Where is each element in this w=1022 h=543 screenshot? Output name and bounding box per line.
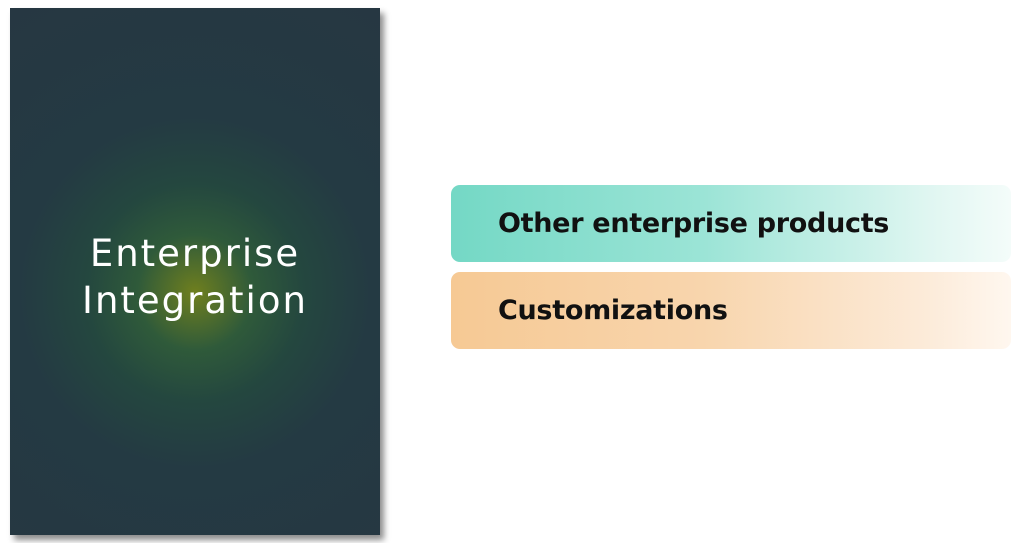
title-card: Enterprise Integration: [10, 8, 380, 535]
item-label: Other enterprise products: [498, 208, 890, 239]
title-line-2: Integration: [82, 278, 308, 322]
item-bar-customizations: Customizations: [451, 272, 1011, 349]
title-heading: Enterprise Integration: [82, 230, 308, 324]
item-bar-other-enterprise-products: Other enterprise products: [451, 185, 1011, 262]
title-line-1: Enterprise: [89, 231, 301, 275]
item-label: Customizations: [498, 295, 728, 326]
